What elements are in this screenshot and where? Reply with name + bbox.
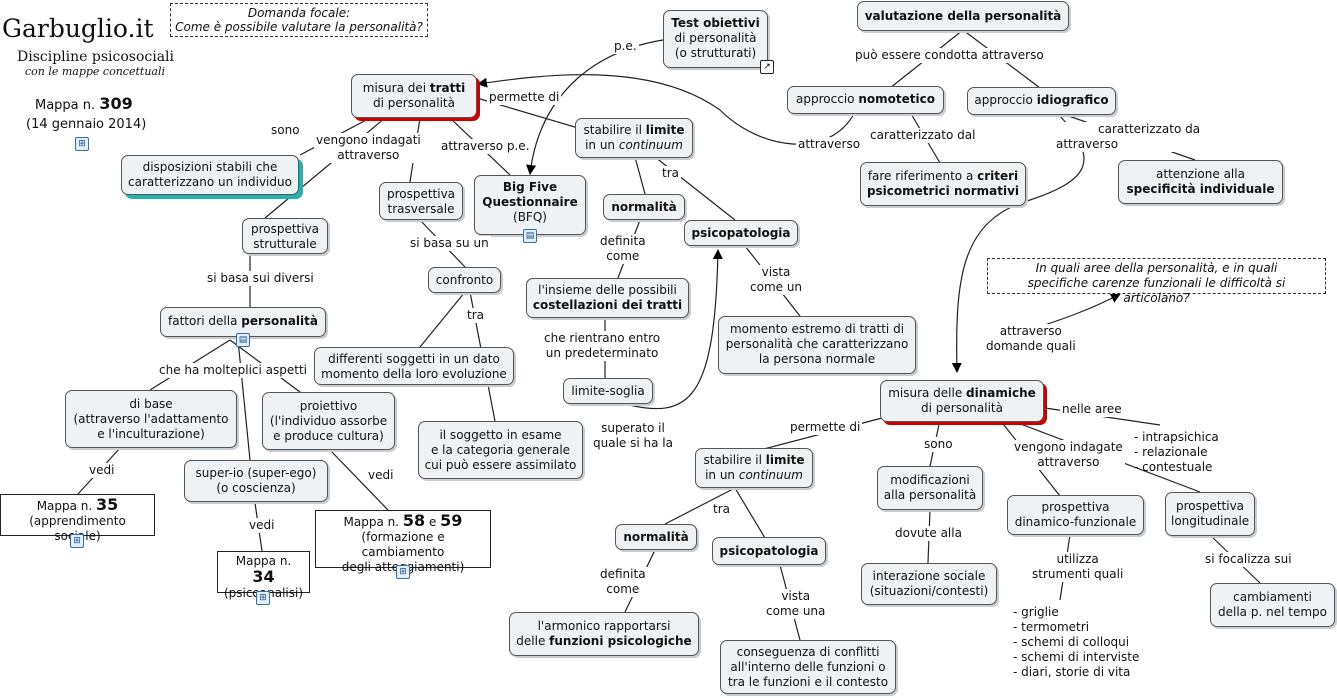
node-mappa-35[interactable]: Mappa n. 35 (apprendimento sociale) (0, 494, 155, 543)
link-label: caratterizzato dal (868, 128, 978, 143)
node-big-five[interactable]: Big Five Questionnaire (BFQ) (474, 175, 586, 235)
node-normalita-1[interactable]: normalità (603, 194, 685, 220)
node-approccio-idiografico[interactable]: approccio idiografico (967, 87, 1116, 115)
node-interazione-sociale[interactable]: interazione sociale (situazioni/contesti… (861, 563, 997, 605)
link-label: tra (711, 502, 732, 517)
brand-tagline: Discipline psicosociali con le mappe con… (17, 49, 175, 79)
link-label: che rientrano entro un predeterminato (542, 331, 663, 361)
link-label: vista come una (764, 589, 828, 619)
node-prospettiva-strutturale[interactable]: prospettiva strutturale (242, 218, 328, 254)
link-label: permette di (487, 90, 562, 105)
link-label: p.e. (612, 39, 639, 54)
link-label: superato il quale si ha la (591, 421, 675, 451)
strumenti-list: - griglie - termometri - schemi di collo… (1013, 605, 1140, 679)
brand-name: Garbuglio.it (2, 14, 154, 43)
link-label: definita come (598, 234, 648, 264)
node-proiettivo[interactable]: proiettivo (l'individuo assorbe e produc… (262, 392, 395, 450)
node-mappa-34[interactable]: Mappa n. 34 (psicoanalisi) (217, 551, 310, 600)
node-stabilire-limite-1[interactable]: stabilire il limite in un continuum (575, 118, 693, 158)
node-prospettiva-dinamico-funzionale[interactable]: prospettiva dinamico-funzionale (1007, 495, 1144, 535)
document-icon[interactable]: ▤ (236, 333, 250, 347)
node-costellazioni[interactable]: l'insieme delle possibili costellazioni … (526, 278, 689, 318)
node-soggetto-esame[interactable]: il soggetto in esame e la categoria gene… (418, 421, 583, 479)
link-label: può essere condotta attraverso (853, 48, 1046, 63)
link-label: vengono indagate attraverso (1012, 440, 1125, 470)
node-psicopatologia-2[interactable]: psicopatologia (712, 537, 826, 565)
link-label: si basa sui diversi (205, 271, 316, 286)
document-icon[interactable]: ▤ (523, 229, 537, 243)
link-label: attraverso domande quali (984, 324, 1078, 354)
link-label: vedi (366, 468, 396, 483)
link-label: attraverso (796, 137, 863, 152)
node-criteri-psicometrici[interactable]: fare riferimento a criteri psicometrici … (860, 162, 1026, 206)
link-label: vedi (247, 518, 277, 533)
aree-list: - intrapsichica - relazionale - contestu… (1134, 430, 1219, 474)
map-35-link-icon[interactable]: ⊞ (70, 534, 84, 548)
node-limite-soglia[interactable]: limite-soglia (563, 378, 653, 404)
link-label: utilizza strumenti quali (1030, 552, 1126, 582)
node-domanda-aree: In quali aree della personalità, e in qu… (987, 258, 1326, 305)
map-number: Mappa n. 309 (35, 94, 133, 114)
link-label: nelle aree (1060, 402, 1124, 417)
external-link-icon[interactable]: ↗ (760, 60, 774, 74)
link-label: sono (269, 123, 302, 138)
link-label: si focalizza sui (1203, 552, 1294, 567)
node-approccio-nomotetico[interactable]: approccio nomotetico (787, 86, 944, 114)
map-date: (14 gennaio 2014) (26, 117, 147, 132)
node-momento-estremo[interactable]: momento estremo di tratti di personalità… (718, 316, 916, 374)
node-mappa-58-59[interactable]: Mappa n. 58 e 59 (formazione e cambiamen… (315, 510, 491, 574)
node-psicopatologia-1[interactable]: psicopatologia (684, 220, 798, 246)
node-armonico-rapportarsi[interactable]: l'armonico rapportarsi delle funzioni ps… (509, 612, 699, 656)
node-disposizioni[interactable]: disposizioni stabili che caratterizzano … (121, 155, 299, 195)
node-normalita-2[interactable]: normalità (615, 524, 697, 550)
link-label: vedi (87, 463, 117, 478)
link-label: definita come (598, 567, 648, 597)
link-label: permette di (788, 420, 863, 435)
map-link-icon[interactable]: ⊞ (75, 137, 89, 151)
node-misura-dinamiche[interactable]: misura delle dinamiche di personalità (880, 380, 1044, 422)
link-label: vista come un (748, 265, 805, 295)
node-fattori-personalita[interactable]: fattori della personalità (160, 307, 326, 337)
link-label: vengono indagati attraverso (314, 133, 423, 163)
node-prospettiva-longitudinale[interactable]: prospettiva longitudinale (1165, 492, 1255, 536)
focus-question: Domanda focale: Come è possibile valutar… (170, 3, 428, 37)
link-label: caratterizzato da attraverso (1054, 122, 1203, 152)
map-58-59-link-icon[interactable]: ⊞ (396, 565, 410, 579)
node-specificita-individuale[interactable]: attenzione alla specificità individuale (1118, 160, 1283, 204)
node-cambiamenti[interactable]: cambiamenti della p. nel tempo (1210, 583, 1335, 627)
node-differenti-soggetti[interactable]: differenti soggetti in un dato momento d… (314, 347, 514, 385)
node-confronto[interactable]: confronto (428, 267, 501, 293)
node-super-io[interactable]: super-io (super-ego) (o coscienza) (184, 460, 328, 502)
brand-logo[interactable]: Garbuglio.it (2, 14, 154, 44)
node-conseguenza-conflitti[interactable]: conseguenza di conflitti all'interno del… (720, 640, 896, 694)
node-test-obiettivi[interactable]: Test obiettivi di personalità (o struttu… (663, 10, 768, 68)
node-modificazioni[interactable]: modificazioni alla personalità (877, 466, 983, 510)
map-34-link-icon[interactable]: ⊞ (256, 591, 270, 605)
link-label: sono (922, 437, 955, 452)
link-label: tra (660, 166, 681, 181)
link-label: attraverso p.e. (439, 139, 532, 154)
node-valutazione[interactable]: valutazione della personalità (857, 1, 1069, 31)
node-misura-tratti[interactable]: misura dei tratti di personalità (351, 74, 477, 118)
node-di-base[interactable]: di base (attraverso l'adattamento e l'in… (65, 390, 237, 448)
link-label: si basa su un (408, 236, 491, 251)
link-label: tra (465, 308, 486, 323)
node-prospettiva-trasversale[interactable]: prospettiva trasversale (379, 182, 463, 220)
link-label: che ha molteplici aspetti (157, 363, 310, 378)
node-stabilire-limite-2[interactable]: stabilire il limite in un continuum (695, 448, 813, 488)
link-label: dovute alla (893, 526, 964, 541)
